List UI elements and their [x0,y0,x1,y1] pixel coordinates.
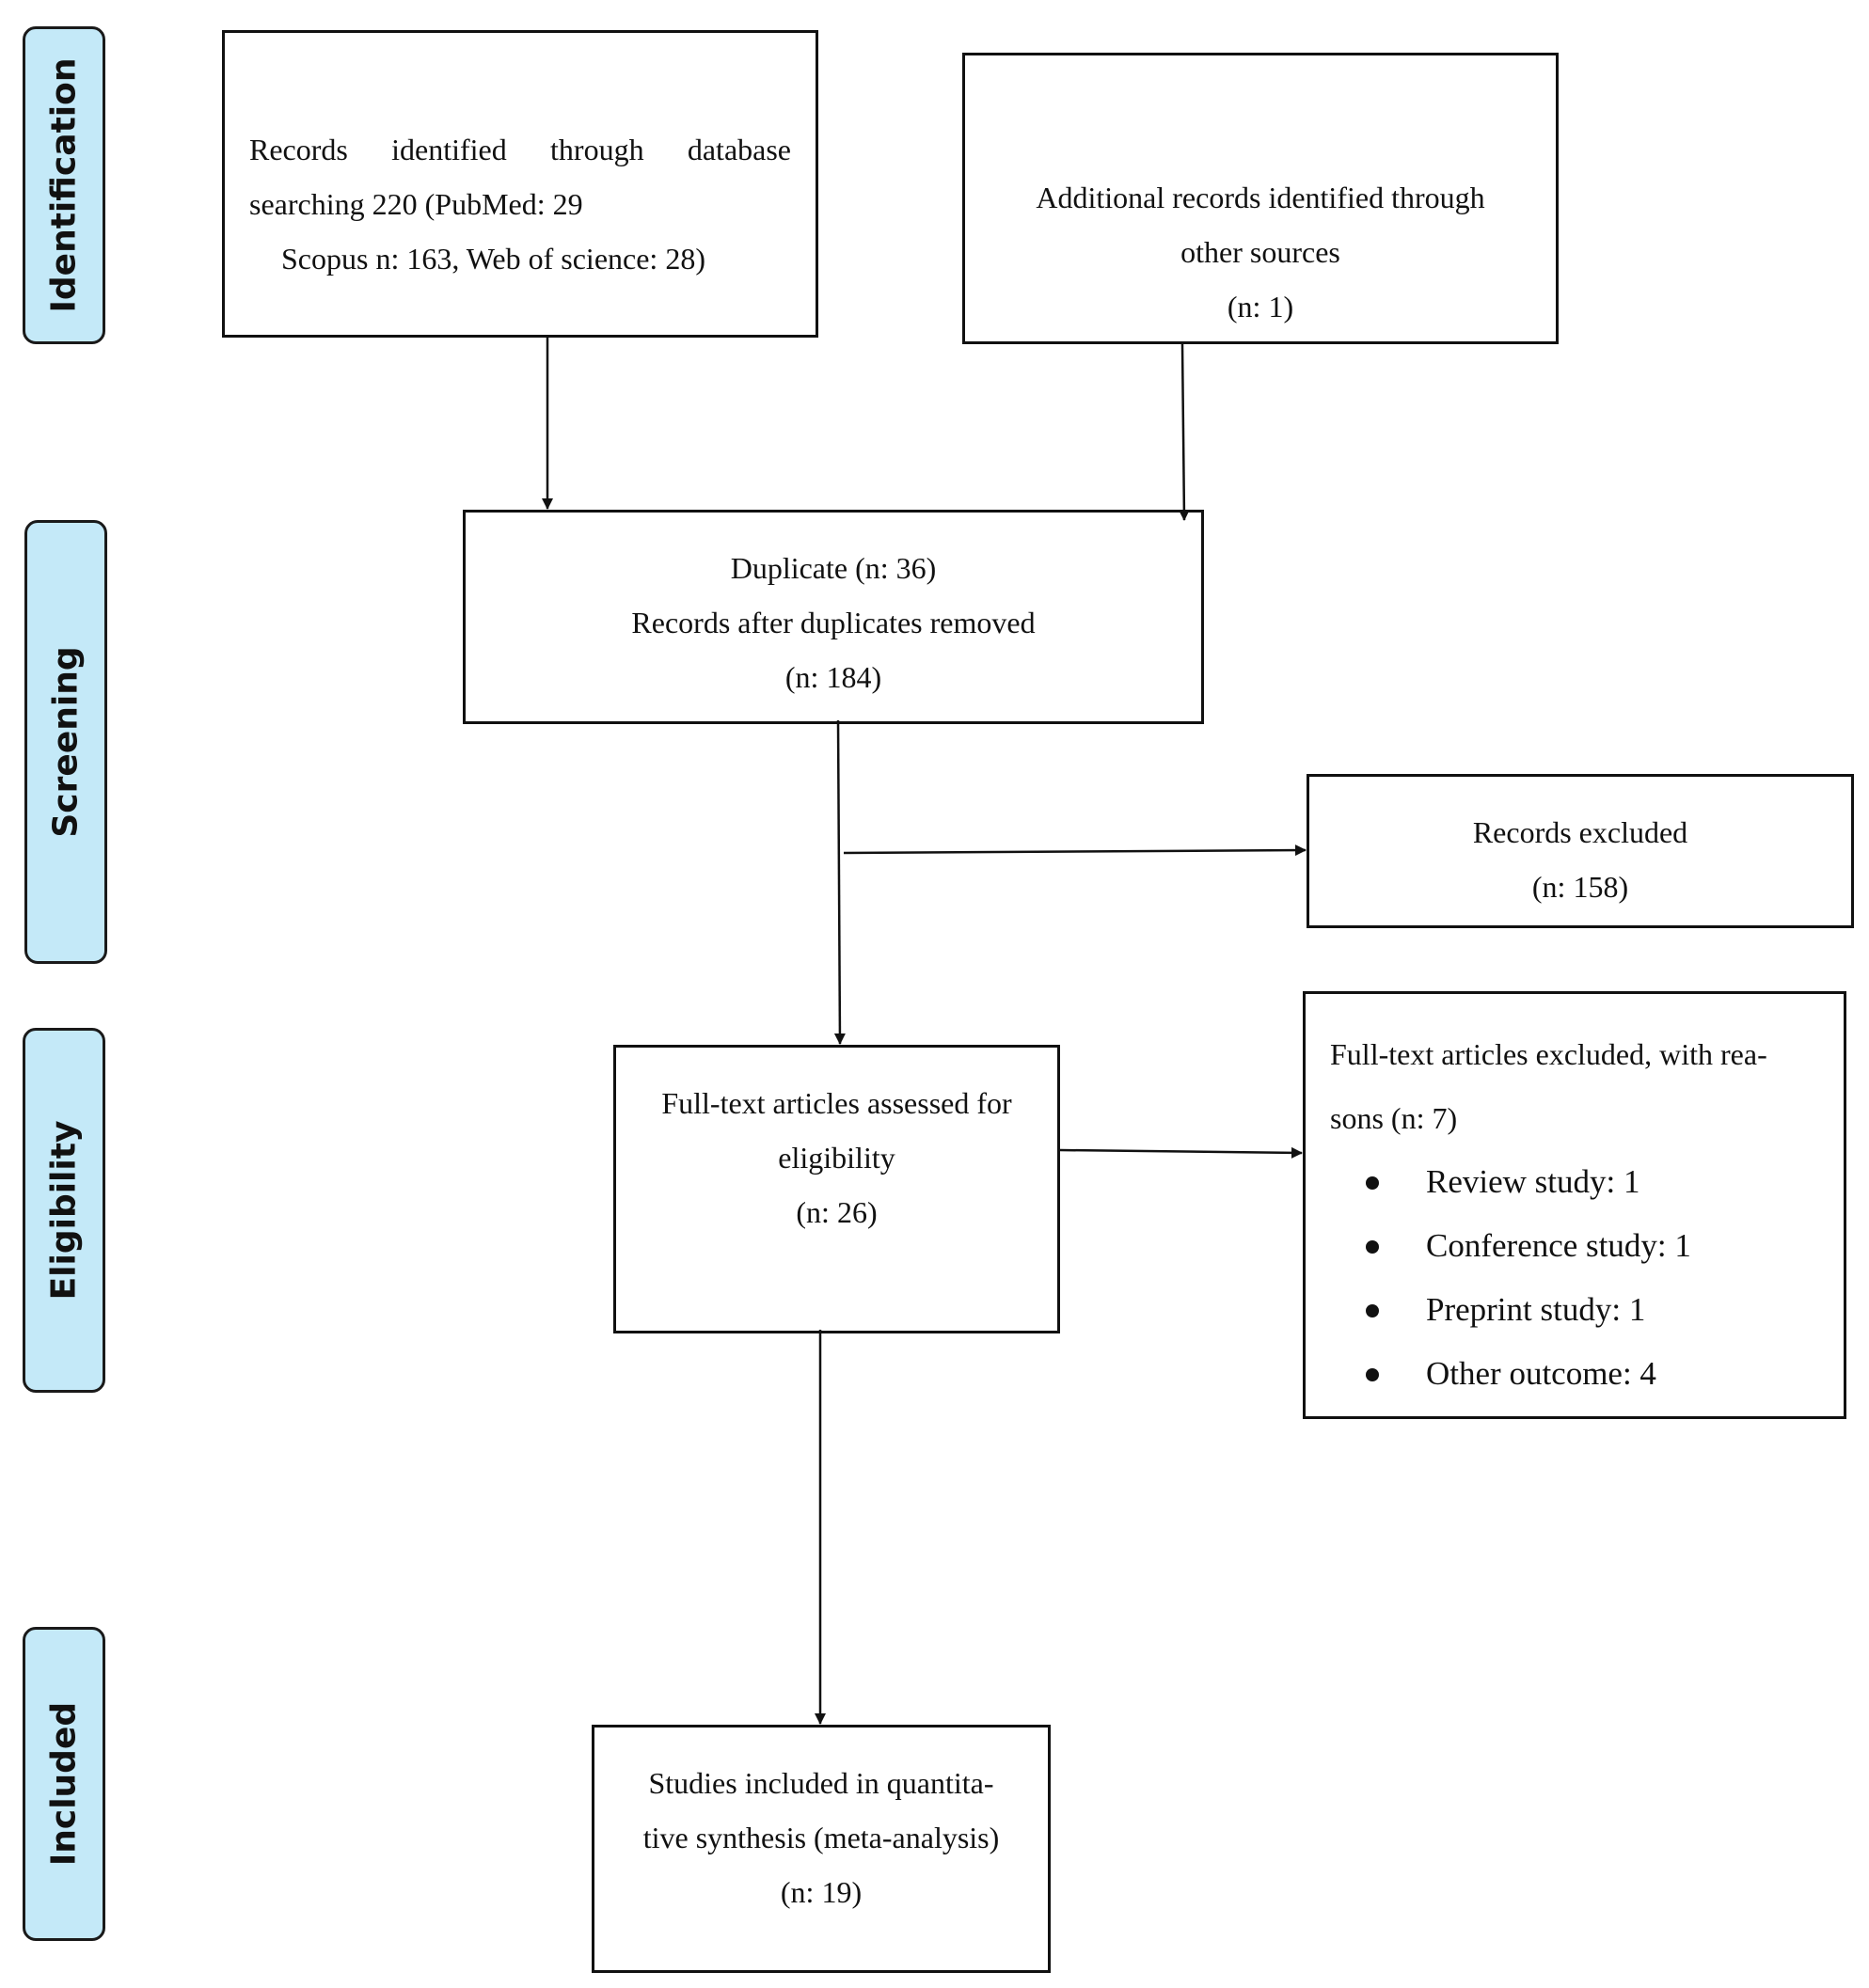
stage-included: Included [23,1627,105,1941]
additional-records-line1: Additional records identified through [1036,181,1485,214]
included-studies-line1: Studies included in quantita- [648,1766,994,1800]
included-studies-count: (n: 19) [780,1875,863,1909]
database-records-line2: searching 220 (PubMed: 29 [249,187,583,221]
arrow-additional-to-duplicates [1178,343,1190,521]
records-excluded-label: Records excluded [1472,815,1688,849]
database-records-line3: Scopus n: 163, Web of science: 28) [281,242,705,276]
fulltext-assessed-line2: eligibility [778,1141,895,1175]
list-item: Conference study: 1 [1330,1214,1844,1278]
list-item: Review study: 1 [1330,1150,1844,1214]
records-after-duplicates-label: Records after duplicates removed [631,606,1036,639]
fulltext-excluded-box: Full-text articles excluded, with rea- s… [1303,991,1846,1419]
records-excluded-box: Records excluded (n: 158) [1307,774,1854,928]
duplicates-count: Duplicate (n: 36) [730,551,937,585]
included-studies-line2: tive synthesis (meta-analysis) [642,1821,1000,1854]
fulltext-assessed-count: (n: 26) [796,1195,878,1229]
fulltext-assessed-line1: Full-text articles assessed for [661,1086,1012,1120]
duplicates-box: Duplicate (n: 36) Records after duplicat… [463,510,1204,724]
database-records-box: Records identified through database sear… [222,30,818,338]
additional-records-line3: (n: 1) [1227,290,1294,323]
fulltext-assessed-box: Full-text articles assessed for eligibil… [613,1045,1060,1333]
stage-screening: Screening [24,520,107,964]
records-excluded-count: (n: 158) [1531,870,1629,904]
records-after-duplicates-count: (n: 184) [784,660,882,694]
arrow-duplicates-to-fulltext [833,719,846,1045]
arrow-to-records-excluded [843,844,1307,857]
database-records-line1: Records identified through database [249,133,791,166]
included-studies-box: Studies included in quantita- tive synth… [592,1725,1051,1973]
fulltext-excluded-line1: Full-text articles excluded, with rea- [1330,1037,1767,1071]
additional-records-box: Additional records identified through ot… [962,53,1559,344]
exclusion-reasons-list: Review study: 1 Conference study: 1 Prep… [1330,1150,1844,1406]
list-item: Preprint study: 1 [1330,1278,1844,1342]
list-item: Other outcome: 4 [1330,1342,1844,1406]
stage-identification: Identification [23,26,105,344]
arrow-to-fulltext-excluded [1059,1146,1303,1159]
fulltext-excluded-line2: sons (n: 7) [1330,1101,1458,1135]
stage-eligibility: Eligibility [23,1028,105,1393]
additional-records-line2: other sources [1180,235,1340,269]
